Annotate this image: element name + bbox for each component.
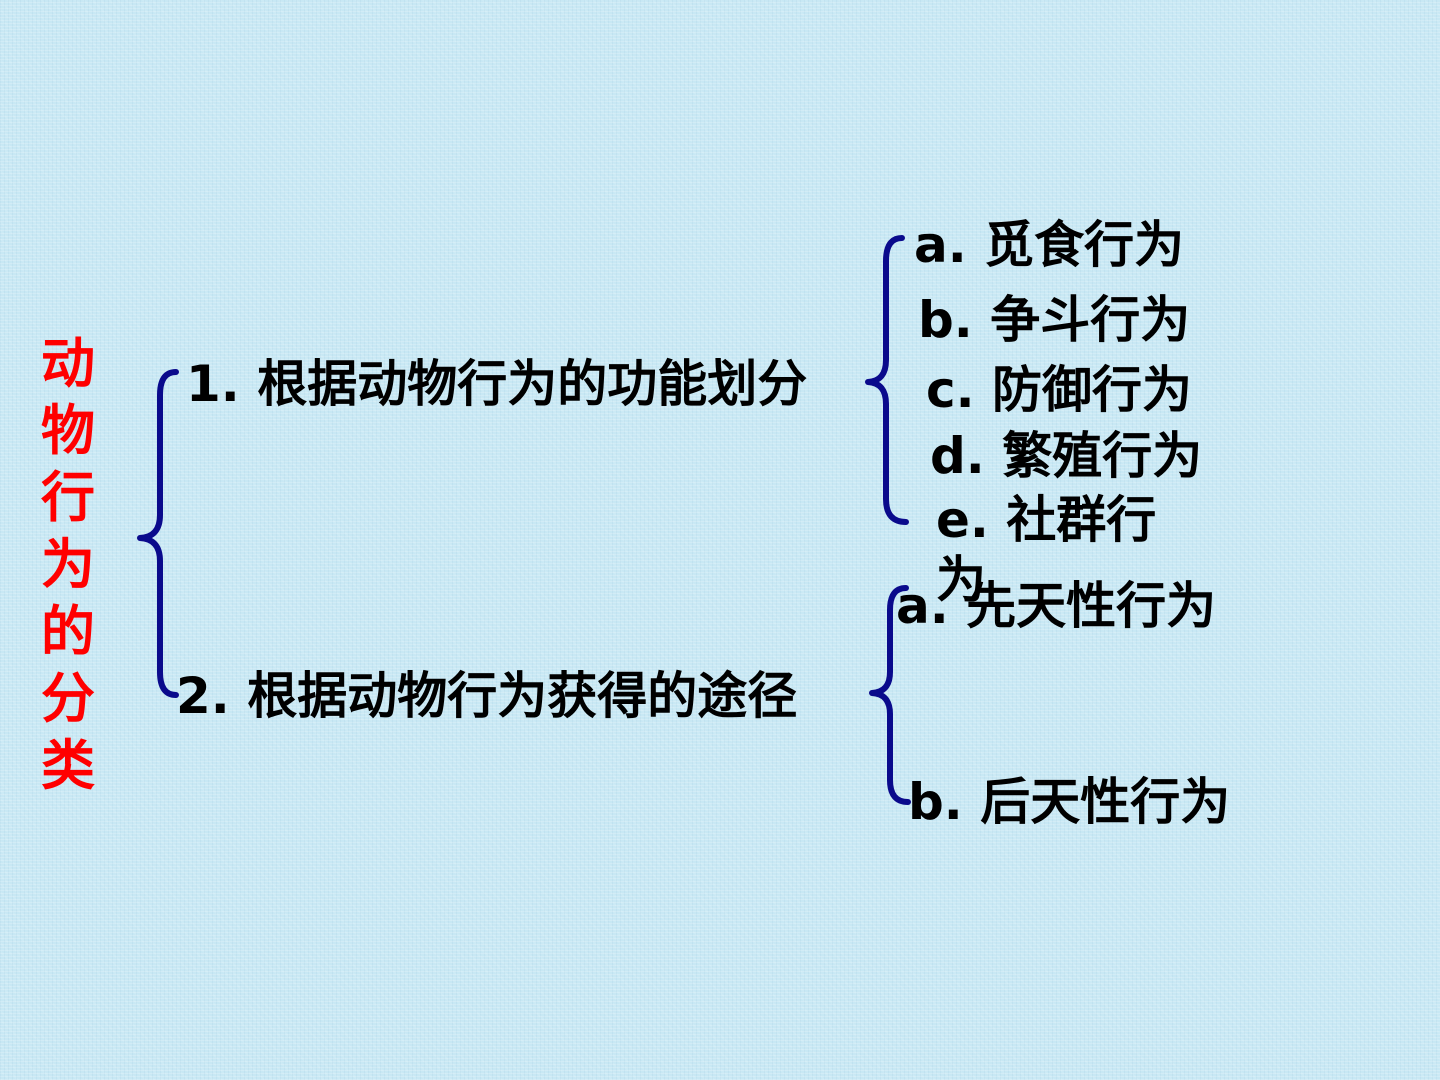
item-innate: a. 先天性行为 bbox=[896, 577, 1217, 635]
item-reproduction: d. 繁殖行为 bbox=[930, 427, 1203, 485]
item-defense: c. 防御行为 bbox=[926, 361, 1193, 419]
main-brace bbox=[137, 369, 179, 698]
root-label: 动物行为的分类 bbox=[41, 332, 95, 797]
item-fighting: b. 争斗行为 bbox=[918, 291, 1191, 349]
item-learned: b. 后天性行为 bbox=[908, 773, 1231, 831]
item-social: e. 社群行为 bbox=[936, 491, 1157, 609]
function-brace bbox=[865, 235, 909, 525]
branch-function-label: 1. 根据动物行为的功能划分 bbox=[186, 355, 808, 413]
item-foraging: a. 觅食行为 bbox=[914, 216, 1185, 274]
branch-acquisition-label: 2. 根据动物行为获得的途径 bbox=[176, 667, 798, 725]
acquisition-brace bbox=[869, 585, 911, 805]
